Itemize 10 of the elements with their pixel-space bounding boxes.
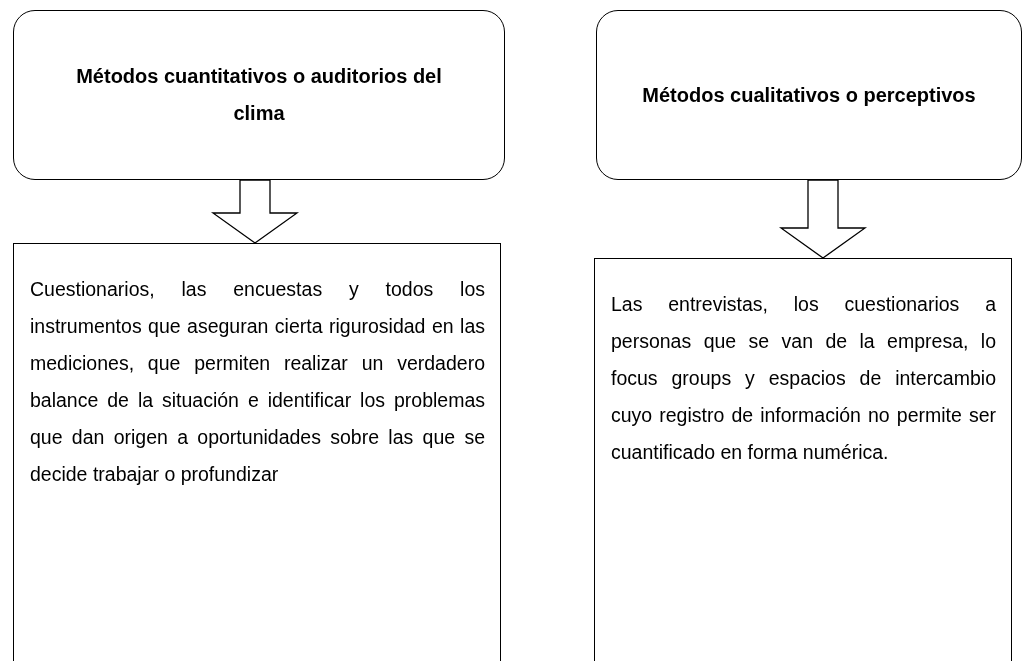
box-text: Cuestionarios, las encuestas y todos los instrumentos que aseguran cierta rigurosidad en las mediciones, que permiten realizar un verdadero balance de la situación e identificar los problemas que dan origen a oportunidades sobre las que se decide trabajar o profundizar: [30, 277, 485, 487]
rounded-box: [596, 10, 1022, 180]
rounded-box: [13, 10, 505, 180]
text-box: [13, 243, 501, 661]
box-text: Las entrevistas, los cuestionarios a personas que se van de la empresa, lo focus groups y espacios de intercambio cuyo registro de información no permite ser cuantificado en forma numérica.: [611, 292, 996, 465]
text-box: [594, 258, 1012, 661]
block-arrow: [210, 179, 300, 244]
box-heading: Métodos cuantitativos o auditorios del clima: [75, 64, 443, 126]
box-heading: Métodos cualitativos o perceptivos: [642, 82, 976, 108]
block-arrow: [778, 179, 868, 259]
